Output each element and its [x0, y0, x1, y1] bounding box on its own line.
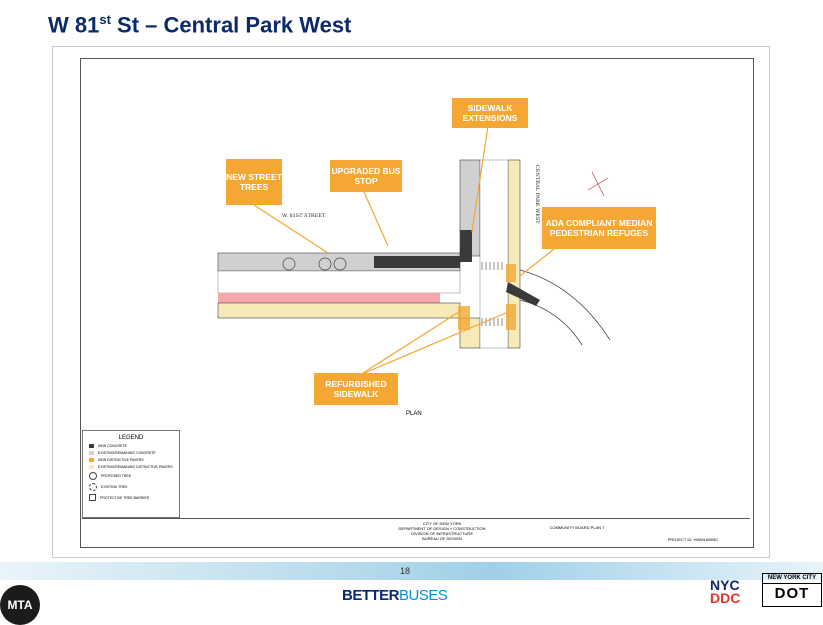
bus-lane [218, 293, 440, 303]
street-label-w81: W. 81ST STREET [282, 213, 326, 219]
callout-upgraded-bus-stop: UPGRADED BUS STOP [330, 160, 402, 192]
south-sidewalk [217, 302, 461, 319]
callout-refurbished-sidewalk: REFURBISHED SIDEWALK [314, 373, 398, 405]
tree-1 [282, 257, 296, 271]
legend-item: EXISTING/REMAINING CONCRETE [89, 451, 173, 455]
w81-roadway [217, 270, 461, 294]
legend-item: PROTECTIVE TREE BARRIER [89, 494, 173, 501]
transverse-road [519, 269, 611, 341]
footer-bar [0, 562, 823, 580]
sidewalk-extension-nw [460, 230, 472, 262]
tree-2 [318, 257, 332, 271]
title-block: CITY OF NEW YORK DEPARTMENT OF DESIGN + … [82, 518, 750, 545]
sidewalk-extension-se [506, 304, 516, 330]
title-block-board: COMMUNITY BOARD PLAN 7 [549, 525, 605, 530]
transverse-road-edge [519, 299, 583, 346]
page-number: 18 [400, 566, 411, 576]
legend-item: NEW DISTINCTIVE PAVERS [89, 458, 173, 462]
title-block-agency: CITY OF NEW YORK DEPARTMENT OF DESIGN + … [398, 521, 486, 541]
callout-new-street-trees: NEW STREET TREES [226, 159, 282, 205]
legend: LEGEND NEW CONCRETE EXISTING/REMAINING C… [82, 430, 180, 518]
slide-title: W 81st St – Central Park West [48, 12, 352, 38]
callout-sidewalk-extensions: SIDEWALK EXTENSIONS [452, 98, 528, 128]
callout-leaders [253, 125, 569, 376]
legend-title: LEGEND [118, 435, 144, 441]
tree-3 [333, 257, 347, 271]
north-arrow [587, 171, 609, 197]
plan-drawing [217, 125, 611, 376]
legend-item: NEW CONCRETE [89, 444, 173, 448]
bus-stop-bar [374, 256, 460, 268]
legend-item: EXISTING TREE [89, 483, 173, 491]
betterbuses-logo: BETTERBUSES [342, 587, 448, 604]
legend-item: PROPOSED TREE [89, 472, 173, 480]
callout-ada-refuges: ADA COMPLIANT MEDIAN PEDESTRIAN REFUGES [542, 207, 656, 249]
street-label-cpw: CENTRAL PARK WEST [534, 165, 540, 224]
plan-label: PLAN [406, 411, 422, 417]
cpw-roadway [479, 159, 509, 349]
sidewalk-extension-sw [458, 306, 470, 330]
mta-logo: MTA [0, 585, 40, 625]
sidewalk-extension-ne [506, 264, 516, 282]
legend-item: EXISTING/REMAINING DISTINCTIVE PAVERS [89, 465, 173, 469]
title-block-project: PROJECT ID: HWM1606NC [667, 537, 719, 542]
median-refuge [506, 282, 540, 306]
